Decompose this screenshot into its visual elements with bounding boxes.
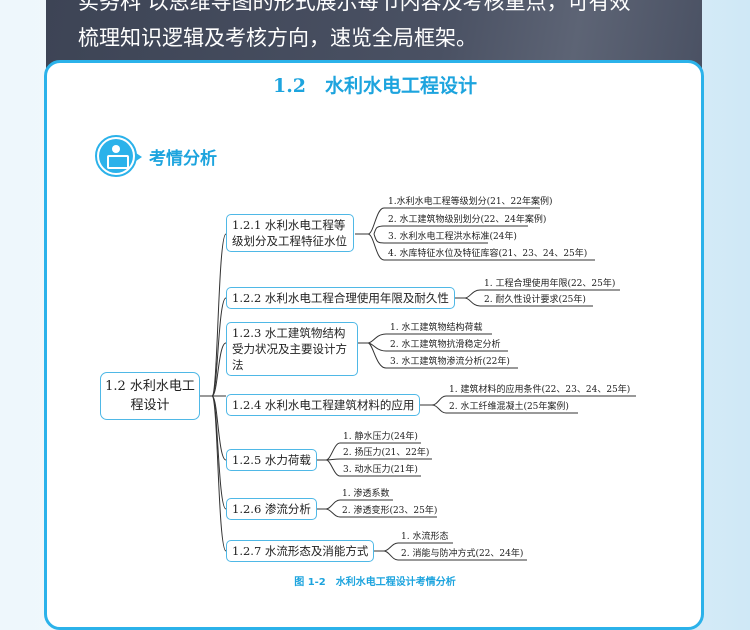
leaf: 2. 水工建筑物级别划分(22、24年案例) [388, 215, 547, 225]
reading-person-icon [95, 135, 142, 177]
leaf: 1. 工程合理使用年限(22、25年) [484, 279, 616, 289]
leaf: 3. 水利水电工程洪水标准(24年) [388, 232, 517, 242]
leaf: 1.水利水电工程等级划分(21、22年案例) [388, 197, 553, 207]
branch-1-2-1: 1.2.1 水利水电工程等级划分及工程特征水位 [226, 214, 354, 252]
badge-label: 考情分析 [149, 148, 217, 169]
intro-line-2: 梳理知识逻辑及考核方向，速览全局框架。 [78, 26, 477, 50]
branch-1-2-5: 1.2.5 水力荷载 [226, 449, 317, 471]
branch-1-2-3: 1.2.3 水工建筑物结构受力状况及主要设计方法 [226, 322, 358, 376]
leaf: 1. 渗透系数 [342, 489, 390, 499]
root-label: 1.2 水利水电工程设计 [105, 379, 195, 413]
leaf: 1. 静水压力(24年) [343, 432, 418, 442]
leaf: 3. 动水压力(21年) [343, 465, 418, 475]
analysis-badge: 考情分析 [95, 135, 217, 177]
branch-1-2-4: 1.2.4 水利水电工程建筑材料的应用 [226, 394, 421, 416]
leaf: 1. 水工建筑物结构荷载 [390, 323, 483, 333]
leaf: 3. 水工建筑物渗流分析(22年) [390, 357, 510, 367]
leaf: 2. 水工纤维混凝土(25年案例) [449, 402, 569, 412]
leaf: 1. 建筑材料的应用条件(22、23、24、25年) [449, 385, 631, 395]
intro-line-1: 实务科 以思维导图的形式展示每节内容及考核重点，可有效 [78, 0, 631, 14]
leaf-lines [312, 207, 636, 561]
branch-1-2-6: 1.2.6 渗流分析 [226, 498, 317, 520]
figure-caption: 图 1-2 水利水电工程设计考情分析 [294, 577, 456, 588]
leaf: 1. 水流形态 [401, 532, 449, 542]
leaf: 2. 扬压力(21、22年) [343, 448, 430, 458]
content-card [44, 60, 704, 630]
leaf: 2. 耐久性设计要求(25年) [484, 295, 586, 305]
section-title: 1.2 水利水电工程设计 [272, 75, 478, 97]
branch-1-2-2: 1.2.2 水利水电工程合理使用年限及耐久性 [226, 287, 455, 309]
mindmap-root: 1.2 水利水电工程设计 [100, 372, 200, 420]
branch-1-2-7: 1.2.7 水流形态及消能方式 [226, 540, 375, 562]
leaf: 2. 消能与防冲方式(22、24年) [401, 549, 524, 559]
leaf: 2. 水工建筑物抗滑稳定分析 [390, 340, 501, 350]
leaf: 2. 渗透变形(23、25年) [342, 506, 438, 516]
leaf: 4. 水库特征水位及特征库容(21、23、24、25年) [388, 249, 588, 259]
mindmap-connectors [200, 207, 636, 561]
